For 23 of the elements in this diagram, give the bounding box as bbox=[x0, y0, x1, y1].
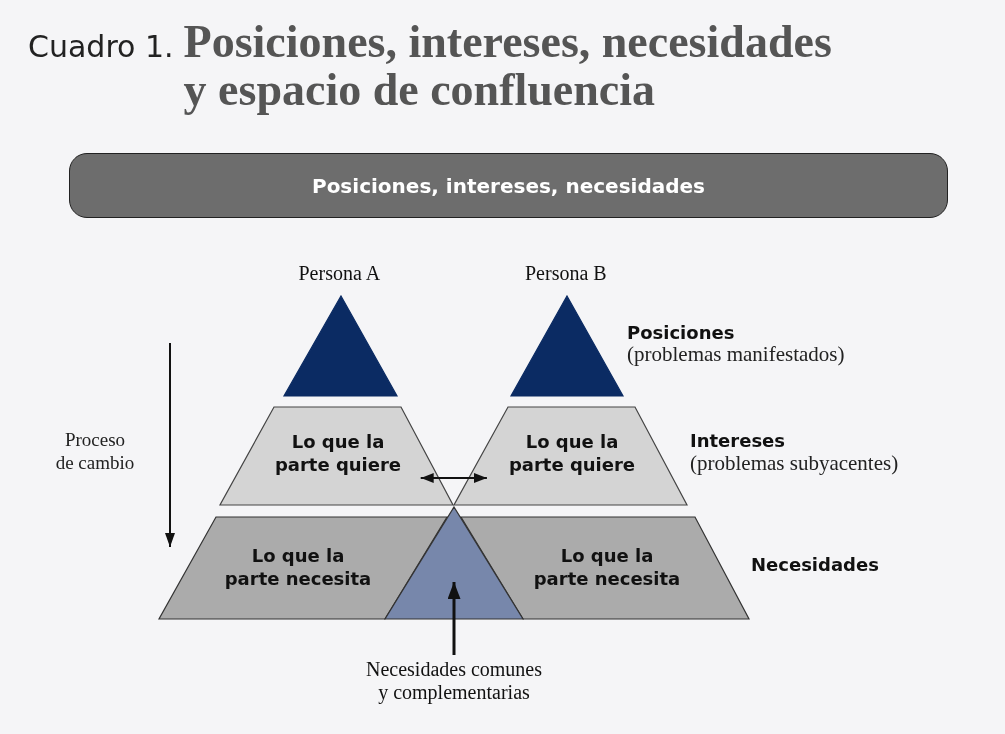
trapezoid-band bbox=[454, 407, 687, 505]
person-label: Persona B bbox=[525, 261, 608, 285]
trapezoid-band bbox=[220, 407, 453, 505]
band-text: Lo que la parte quiere bbox=[507, 429, 637, 477]
band-text: Lo que la parte quiere bbox=[273, 429, 403, 477]
triangle bbox=[385, 507, 523, 619]
header-banner bbox=[69, 153, 948, 218]
level-heading: Intereses bbox=[690, 429, 786, 452]
level-description: (problemas subyacentes) bbox=[690, 451, 899, 476]
band-text: Lo que la parte necesita bbox=[223, 543, 373, 591]
annotation-text: Necesidades comunes y complementarias bbox=[364, 658, 544, 704]
level-heading: Posiciones bbox=[627, 321, 735, 344]
trapezoid-band bbox=[159, 517, 447, 619]
arrow bbox=[447, 582, 461, 655]
band-text: Lo que la parte necesita bbox=[532, 543, 682, 591]
level-description: (problemas manifestados) bbox=[627, 342, 845, 367]
figure-title: Cuadro 1. Posiciones, intereses, necesidades y espacio de confluencia bbox=[28, 18, 833, 114]
double-arrow bbox=[419, 473, 488, 483]
person-label: Persona A bbox=[298, 261, 382, 285]
trapezoid-band bbox=[461, 517, 749, 619]
level-heading: Necesidades bbox=[751, 553, 879, 576]
banner-title: Posiciones, intereses, necesidades bbox=[311, 173, 705, 198]
process-label: Proceso de cambio bbox=[54, 428, 136, 474]
